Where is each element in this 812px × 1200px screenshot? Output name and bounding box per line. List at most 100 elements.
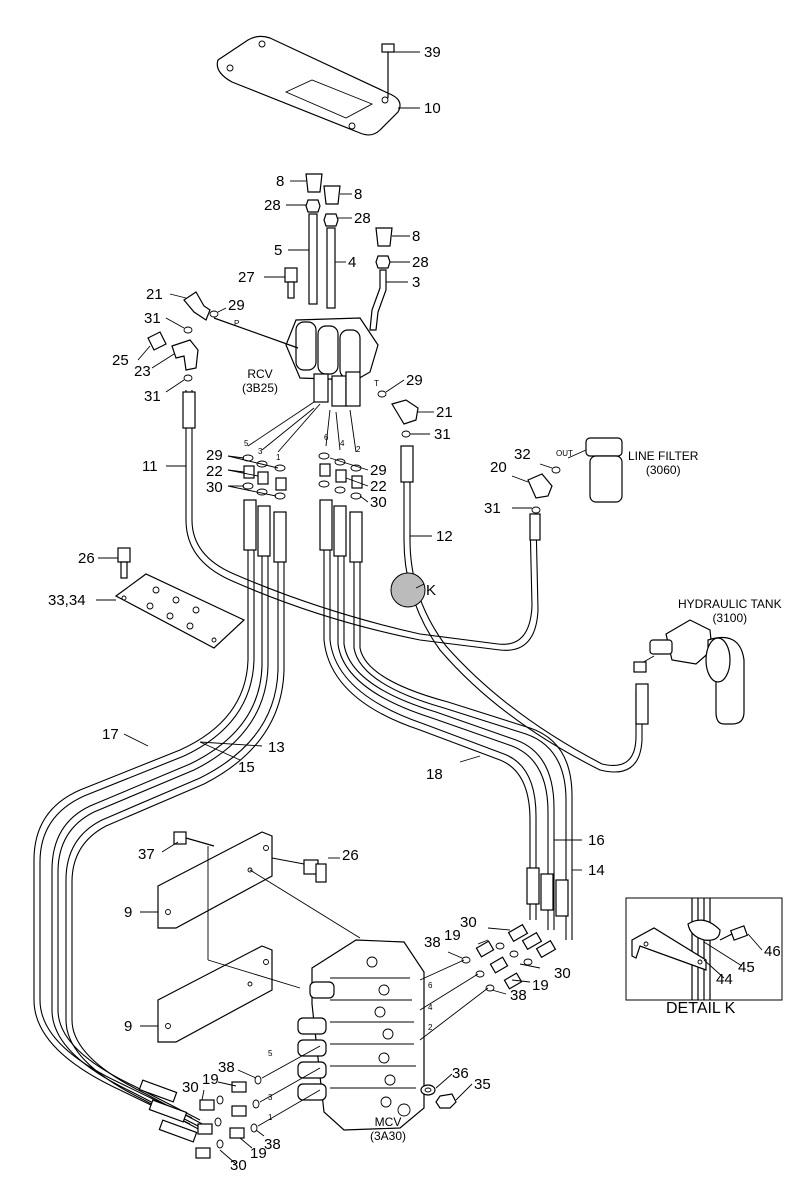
- callout-38b: 38: [510, 987, 527, 1004]
- callout-4: 4: [348, 254, 357, 271]
- line-filter-label: LINE FILTER (3060): [628, 449, 699, 477]
- callout-8b: 8: [354, 186, 363, 203]
- callout-13: 13: [268, 739, 285, 756]
- adapter-25: [147, 331, 167, 351]
- callout-leaders-mid: [227, 455, 369, 503]
- callout-30a: 30: [206, 479, 223, 496]
- port-mark-r1: 1: [276, 453, 281, 462]
- port-mark-m2: 2: [428, 1023, 433, 1032]
- elbow-fitting-21a: [183, 291, 211, 321]
- callout-31a: 31: [144, 310, 161, 327]
- port-mark-r5: 5: [244, 439, 249, 448]
- callout-28b: 28: [354, 210, 371, 227]
- port-fittings-right: [318, 452, 363, 500]
- lever-knobs: [305, 173, 393, 331]
- mcv-right-fittings: [461, 923, 557, 992]
- rcv-block: [285, 317, 379, 407]
- callout-21a: 21: [146, 286, 163, 303]
- callout-19c: 19: [202, 1071, 219, 1088]
- callout-38c: 38: [218, 1059, 235, 1076]
- callout-32: 32: [514, 446, 531, 463]
- port-mark-r6: 6: [324, 433, 329, 442]
- port-mark-m4: 4: [428, 1003, 433, 1012]
- callout-36: 36: [452, 1065, 469, 1082]
- callout-29b: 29: [406, 372, 423, 389]
- callout-20: 20: [490, 459, 507, 476]
- line-filter: [567, 437, 623, 503]
- callout-9a: 9: [124, 904, 133, 921]
- callout-45: 45: [738, 959, 755, 976]
- callout-31b: 31: [144, 388, 161, 405]
- callout-9b: 9: [124, 1018, 133, 1035]
- callout-30b: 30: [370, 494, 387, 511]
- hydraulic-tank-port: [633, 619, 745, 725]
- port-mark-P: P: [234, 319, 240, 328]
- callout-28c: 28: [412, 254, 429, 271]
- tee-fitting-23: [171, 339, 199, 371]
- callout-K: K: [426, 582, 437, 599]
- callout-30f: 30: [230, 1157, 247, 1174]
- callout-37: 37: [138, 846, 155, 863]
- callout-19d: 19: [250, 1145, 267, 1162]
- callout-16: 16: [588, 832, 605, 849]
- nut-35: [435, 1093, 457, 1109]
- callout-28a: 28: [264, 197, 281, 214]
- callout-18: 18: [426, 766, 443, 783]
- elbow-fitting-20: [527, 473, 553, 499]
- callout-11: 11: [142, 458, 158, 475]
- callout-19b: 19: [532, 977, 549, 994]
- detail-k-title: DETAIL K: [666, 1000, 736, 1017]
- callout-14: 14: [588, 862, 605, 879]
- hydraulic-tank-label: HYDRAULIC TANK (3100): [678, 597, 782, 625]
- callout-29d: 29: [370, 462, 387, 479]
- mcv-label: MCV (3A30): [370, 1115, 407, 1143]
- detail-k-marker: [390, 572, 426, 608]
- bolt-26a: [117, 547, 131, 579]
- cover-plate: [216, 35, 401, 136]
- callout-26a: 26: [78, 550, 95, 567]
- bolt-27: [284, 267, 298, 299]
- mounting-plate-33-34: [114, 573, 246, 649]
- port-mark-m6: 6: [428, 981, 433, 990]
- callout-30c: 30: [460, 914, 477, 931]
- callout-8c: 8: [412, 228, 421, 245]
- hose-bundle-right: [319, 499, 573, 940]
- callout-30d: 30: [554, 965, 571, 982]
- mcv-left-fittings: [195, 1075, 262, 1159]
- callout-3: 3: [412, 274, 421, 291]
- callout-29a: 29: [228, 297, 245, 314]
- callout-29c: 29: [206, 447, 223, 464]
- hose-11: [182, 390, 541, 651]
- callout-38d: 38: [264, 1136, 281, 1153]
- port-mark-r4: 4: [340, 439, 345, 448]
- callout-12: 12: [436, 528, 453, 545]
- bolt-37: [173, 831, 215, 847]
- callout-8a: 8: [276, 173, 285, 190]
- callout-22a: 22: [206, 463, 223, 480]
- callout-39: 39: [424, 44, 441, 61]
- callout-22b: 22: [370, 478, 387, 495]
- bracket-9b: [157, 945, 273, 1043]
- rcv-label: RCV (3B25): [242, 367, 279, 395]
- bolt-26b: [303, 859, 327, 883]
- hose-bundle-left: [33, 499, 287, 1143]
- callout-35: 35: [474, 1076, 491, 1093]
- mcv-block: [297, 939, 425, 1131]
- detail-k-box: [625, 897, 783, 1001]
- callout-25: 25: [112, 352, 129, 369]
- callout-44: 44: [716, 971, 733, 988]
- callout-15: 15: [238, 759, 255, 776]
- port-mark-T: T: [374, 379, 379, 388]
- bracket-9a: [157, 831, 273, 929]
- callout-26b: 26: [342, 847, 359, 864]
- callout-31d: 31: [484, 500, 501, 517]
- port-mark-m3: 3: [268, 1093, 273, 1102]
- callout-38a: 38: [424, 934, 441, 951]
- bolt-39: [381, 43, 420, 98]
- washer-36: [420, 1084, 436, 1096]
- callout-10: 10: [424, 100, 441, 117]
- port-mark-m1: 1: [268, 1113, 273, 1122]
- callout-31c: 31: [434, 426, 451, 443]
